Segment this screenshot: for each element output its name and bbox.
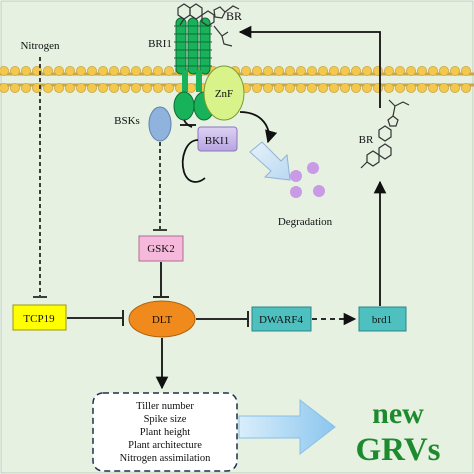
nitrogen-inhibits-tcp19 bbox=[33, 57, 47, 298]
traits-box bbox=[92, 392, 238, 472]
dwarf4-box bbox=[251, 306, 312, 332]
new-label: new bbox=[372, 397, 424, 430]
br-right-label: BR bbox=[359, 134, 374, 146]
dlt-oval bbox=[128, 300, 196, 338]
degradation-label: Degradation bbox=[278, 216, 333, 228]
tcp19-inhibits-dlt bbox=[67, 310, 124, 326]
brd1-label: brd1 bbox=[372, 314, 392, 326]
degradation-dots bbox=[290, 162, 325, 198]
tcp19-label: TCP19 bbox=[23, 313, 55, 325]
dwarf4-label: DWARF4 bbox=[259, 314, 304, 326]
traits-list: Tiller number Spike size Plant height Pl… bbox=[120, 401, 211, 464]
br-molecule-right bbox=[360, 99, 410, 169]
brd1-box bbox=[358, 306, 407, 332]
nitrogen-label: Nitrogen bbox=[20, 40, 60, 52]
gsk2-box bbox=[138, 235, 184, 262]
trait-item: Tiller number bbox=[136, 401, 194, 412]
znf-domain bbox=[203, 65, 245, 121]
trait-item: Spike size bbox=[144, 414, 187, 425]
big-arrow bbox=[238, 398, 336, 456]
degradation-arrow bbox=[249, 141, 291, 181]
znf-to-degradation-arrow bbox=[239, 111, 278, 144]
bri1-receptor bbox=[173, 17, 215, 121]
znf-label: ZnF bbox=[215, 88, 233, 100]
bki1-box bbox=[197, 126, 238, 152]
br-top-label: BR bbox=[226, 9, 242, 23]
tcp19-box bbox=[12, 304, 67, 331]
gsk2-label: GSK2 bbox=[147, 243, 175, 255]
bsks-inhibits-gsk2 bbox=[153, 142, 167, 231]
br-molecule-top bbox=[177, 3, 240, 47]
dlt-label: DLT bbox=[152, 314, 173, 326]
br-to-receptor-arrow bbox=[238, 25, 381, 108]
bsks-protein bbox=[148, 106, 172, 142]
bsks-label: BSKs bbox=[114, 115, 140, 127]
grvs-label: GRVs bbox=[355, 432, 440, 468]
gsk2-inhibits-dlt bbox=[153, 262, 169, 298]
bri1-label: BRI1 bbox=[148, 38, 172, 50]
trait-item: Plant height bbox=[140, 427, 191, 438]
dlt-inhibits-dwarf4 bbox=[196, 311, 249, 327]
bki1-inhibition-curve bbox=[180, 119, 206, 183]
trait-item: Nitrogen assimilation bbox=[120, 453, 211, 464]
trait-item: Plant architecture bbox=[128, 440, 202, 451]
bki1-label: BKI1 bbox=[205, 135, 229, 147]
